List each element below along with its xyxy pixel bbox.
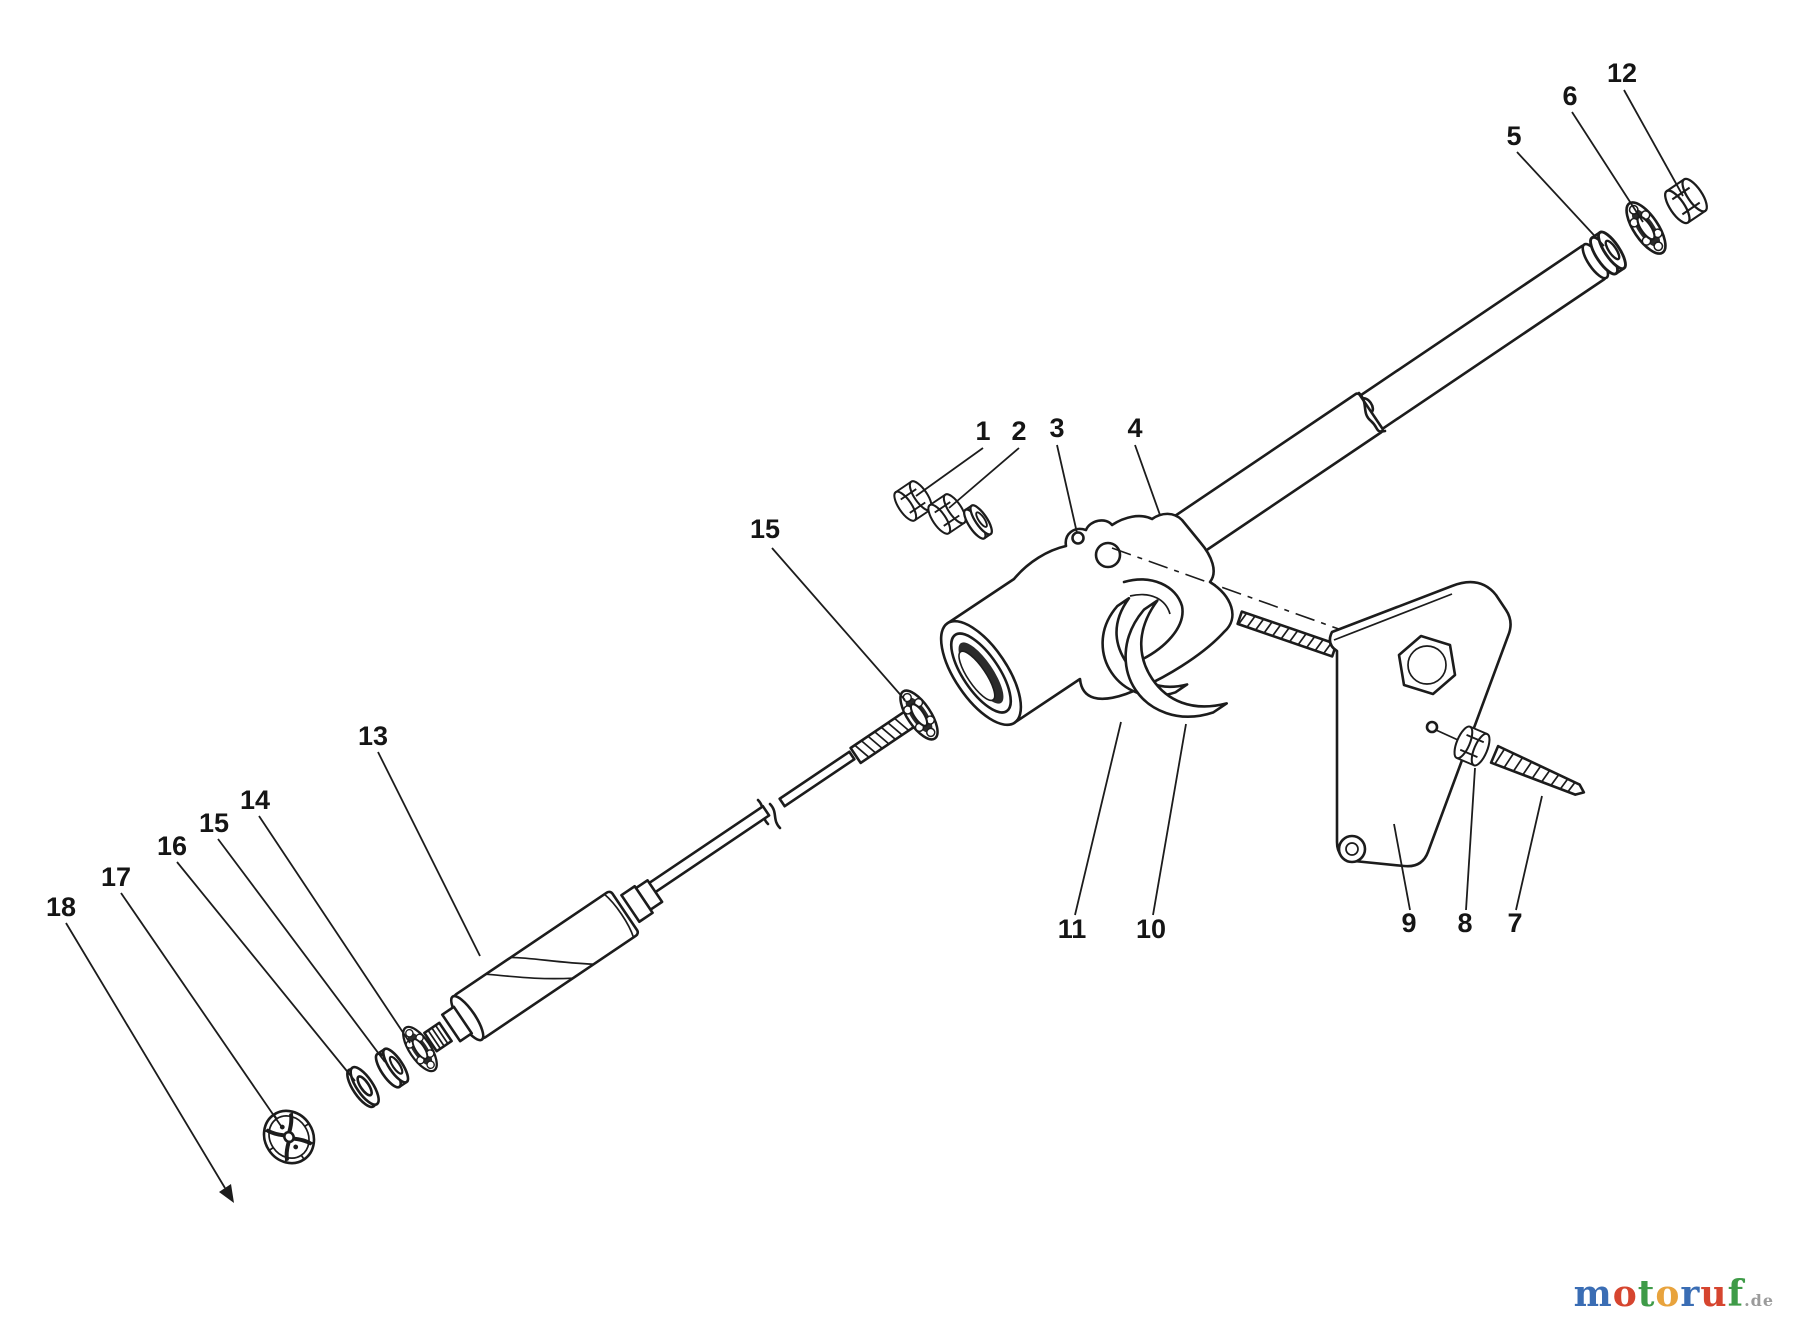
part-upper-tube bbox=[1134, 242, 1610, 582]
shaft-step-collars bbox=[620, 879, 664, 924]
part-11-inner-strap bbox=[1101, 596, 1189, 698]
callout-11: 11 bbox=[1058, 721, 1122, 944]
callout-14-label: 14 bbox=[240, 785, 270, 815]
callout-11-label: 11 bbox=[1058, 914, 1087, 944]
callout-1-label: 1 bbox=[975, 416, 990, 446]
plate-grommet bbox=[1337, 834, 1367, 864]
callout-10: 10 bbox=[1136, 723, 1187, 944]
callout-4-label: 4 bbox=[1127, 413, 1142, 443]
callout-5: 5 bbox=[1506, 121, 1605, 247]
shaft-rod bbox=[645, 750, 856, 896]
callout-13: 13 bbox=[358, 721, 481, 957]
callout-9-label: 9 bbox=[1401, 908, 1416, 938]
callout-15-upper-label: 15 bbox=[750, 514, 780, 544]
callout-16-label: 16 bbox=[157, 831, 187, 861]
callout-12: 12 bbox=[1607, 58, 1684, 197]
logo-letter: f bbox=[1727, 1273, 1745, 1315]
callout-9: 9 bbox=[1393, 823, 1417, 938]
callout-2: 2 bbox=[948, 416, 1027, 509]
watermark-logo[interactable]: motoruf.de bbox=[1574, 1273, 1774, 1315]
part-2-jam-nut bbox=[923, 490, 971, 538]
callout-6: 6 bbox=[1562, 81, 1644, 223]
part-6-bearing bbox=[1618, 195, 1674, 261]
callout-8-label: 8 bbox=[1457, 908, 1472, 938]
callout-3: 3 bbox=[1049, 413, 1078, 534]
callout-16: 16 bbox=[157, 831, 356, 1082]
part-12-hex-nut bbox=[1659, 174, 1713, 228]
logo-letter: t bbox=[1637, 1273, 1656, 1315]
part-10-outer-strap bbox=[1124, 599, 1228, 718]
callout-8: 8 bbox=[1457, 767, 1476, 938]
housing-pivot-hole bbox=[1094, 541, 1122, 569]
callout-13-label: 13 bbox=[358, 721, 388, 751]
callout-6-label: 6 bbox=[1562, 81, 1577, 111]
part-13-axle-tube bbox=[449, 890, 640, 1042]
clamp-stud bbox=[1236, 610, 1338, 658]
callout-10-label: 10 bbox=[1136, 914, 1166, 944]
callout-7: 7 bbox=[1507, 795, 1543, 938]
callout-1: 1 bbox=[915, 416, 991, 497]
callout-17-label: 17 bbox=[101, 862, 131, 892]
logo-letter: m bbox=[1573, 1273, 1613, 1315]
logo-letter: u bbox=[1700, 1273, 1728, 1315]
callout-15-lower-label: 15 bbox=[199, 808, 229, 838]
part-3-washer bbox=[959, 501, 997, 543]
shaft-neck-collar bbox=[423, 1005, 474, 1053]
callout-2-label: 2 bbox=[1011, 416, 1026, 446]
part-16-flat-washer bbox=[346, 1065, 380, 1109]
logo-letter: o bbox=[1612, 1273, 1638, 1315]
callout-3-label: 3 bbox=[1049, 413, 1064, 443]
callout-18-label: 18 bbox=[46, 892, 76, 922]
logo-suffix: .de bbox=[1744, 1291, 1774, 1310]
callout-7-label: 7 bbox=[1507, 908, 1522, 938]
logo-letter: r bbox=[1680, 1273, 1701, 1315]
part-7-stud bbox=[1489, 744, 1586, 796]
callout-12-label: 12 bbox=[1607, 58, 1637, 88]
part-17-cap bbox=[262, 1109, 316, 1165]
part-9-mounting-plate bbox=[1328, 580, 1512, 868]
housing-small-hole bbox=[1071, 531, 1085, 545]
callout-18: 18 bbox=[46, 892, 234, 1203]
plate-stud-hole bbox=[1425, 720, 1439, 734]
callout-15-lower: 15 bbox=[199, 808, 386, 1063]
plate-hex-bolt-head bbox=[1397, 634, 1457, 696]
callout-14: 14 bbox=[240, 785, 411, 1044]
callout-17: 17 bbox=[101, 862, 282, 1127]
shaft-splined-stub bbox=[849, 709, 917, 765]
logo-letter: o bbox=[1655, 1273, 1681, 1315]
callout-5-label: 5 bbox=[1506, 121, 1521, 151]
callout-15-upper: 15 bbox=[750, 514, 906, 701]
part-1-jam-nut bbox=[889, 477, 937, 525]
callout-4: 4 bbox=[1127, 413, 1161, 516]
direction-arrow bbox=[219, 1184, 234, 1203]
